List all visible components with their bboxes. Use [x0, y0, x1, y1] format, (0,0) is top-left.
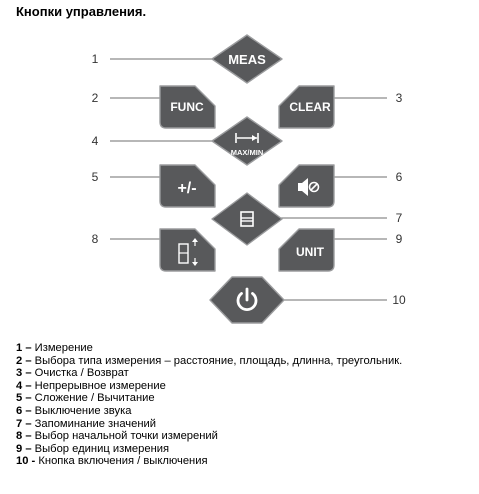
- callout-number-2: 2: [92, 91, 99, 105]
- legend-item-2: 2 – Выбора типа измерения – расстояние, …: [16, 354, 403, 367]
- callout-number-1: 1: [92, 52, 99, 66]
- power-button[interactable]: [209, 276, 285, 324]
- legend-item-1: 1 – Измерение: [16, 342, 93, 354]
- memory-button[interactable]: [211, 192, 283, 246]
- reference-point-button[interactable]: [159, 228, 216, 272]
- button-legend: 1 – Измерение 2 – Выбора типа измерения …: [16, 342, 402, 468]
- page-title: Кнопки управления.: [16, 4, 147, 19]
- clear-button[interactable]: CLEAR: [278, 85, 335, 129]
- callout-number-3: 3: [396, 91, 403, 105]
- max-min-button-label: MAX/MIN: [231, 148, 264, 157]
- callout-number-6: 6: [396, 170, 403, 184]
- callout-number-10: 10: [392, 293, 406, 307]
- mute-button[interactable]: [278, 164, 335, 208]
- callout-number-4: 4: [92, 134, 99, 148]
- legend-item-6: 6 – Выключение звука: [16, 404, 132, 417]
- keypad-diagram: 1 2 3 4 5 6 7 8 9 10 MEAS FUNC CLEAR MAX…: [92, 34, 406, 324]
- legend-item-7: 7 – Запоминание значений: [16, 417, 157, 430]
- memory-icon: [240, 211, 254, 227]
- callout-number-5: 5: [92, 170, 99, 184]
- legend-item-3: 3 – Очистка / Возврат: [16, 367, 129, 380]
- legend-item-5: 5 – Сложение / Вычитание: [16, 392, 155, 405]
- speaker-mute-icon: [298, 178, 320, 196]
- func-button[interactable]: FUNC: [159, 85, 216, 129]
- power-icon: [236, 287, 258, 312]
- unit-button[interactable]: UNIT: [278, 228, 335, 272]
- legend-item-10: 10 - Кнопка включения / выключения: [16, 455, 208, 468]
- meas-button-label: MEAS: [228, 52, 266, 67]
- legend-item-4: 4 – Непрерывное измерение: [16, 379, 166, 392]
- callout-number-9: 9: [396, 232, 403, 246]
- clear-button-label: CLEAR: [289, 100, 331, 114]
- continuous-measure-icon: [235, 133, 259, 143]
- max-min-button[interactable]: MAX/MIN: [211, 116, 283, 166]
- legend-item-9: 9 – Выбор единиц измерения: [16, 442, 170, 455]
- plus-minus-button-label: +/-: [177, 180, 196, 197]
- meas-button[interactable]: MEAS: [211, 34, 283, 84]
- func-button-label: FUNC: [170, 100, 204, 114]
- unit-button-label: UNIT: [296, 245, 325, 259]
- plus-minus-button[interactable]: +/-: [159, 164, 216, 208]
- callout-number-8: 8: [92, 232, 99, 246]
- legend-item-8: 8 – Выбор начальной точки измерений: [16, 430, 218, 443]
- reference-point-icon: [178, 238, 198, 266]
- callout-number-7: 7: [396, 211, 403, 225]
